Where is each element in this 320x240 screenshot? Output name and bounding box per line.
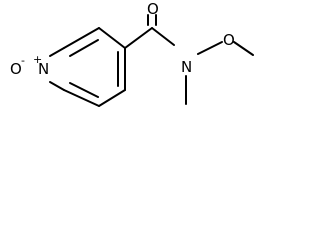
bond-ring-c3-c4: [98, 27, 126, 49]
chemical-structure: O - N + O N O: [10, 0, 254, 107]
ring-nitrogen-label: N: [38, 60, 49, 78]
bond-ring-c1-n: [49, 81, 65, 91]
bond-ring-to-carbonyl-carbon: [124, 27, 153, 49]
bond-ring-c2-c3: [63, 27, 100, 49]
methoxy-oxygen-label: O: [223, 31, 235, 49]
bond-ring-c6-c1: [63, 89, 100, 107]
bond-carbonyl-to-amide-n: [151, 27, 175, 46]
bond-amide-n-to-methoxy-o: [197, 41, 223, 55]
bond-ring-c2-c3-inner: [69, 39, 99, 57]
amide-chain-bonds: [124, 14, 254, 105]
bond-ring-c2-n: [49, 47, 65, 57]
atom-labels: O - N + O N O: [10, 0, 235, 78]
bond-methoxy-o-to-methyl: [233, 41, 254, 56]
n-oxide-oxygen-charge: -: [21, 54, 25, 67]
carbonyl-oxygen-label: O: [147, 0, 159, 18]
n-oxide-oxygen-label: O: [10, 60, 22, 78]
bond-ring-c6-c1-inner: [69, 82, 99, 98]
ring-nitrogen-charge: +: [33, 53, 42, 66]
amide-nitrogen-label: N: [181, 58, 192, 76]
pyridine-ring-bonds: [49, 27, 126, 107]
bond-ring-c5-c6: [98, 89, 126, 107]
